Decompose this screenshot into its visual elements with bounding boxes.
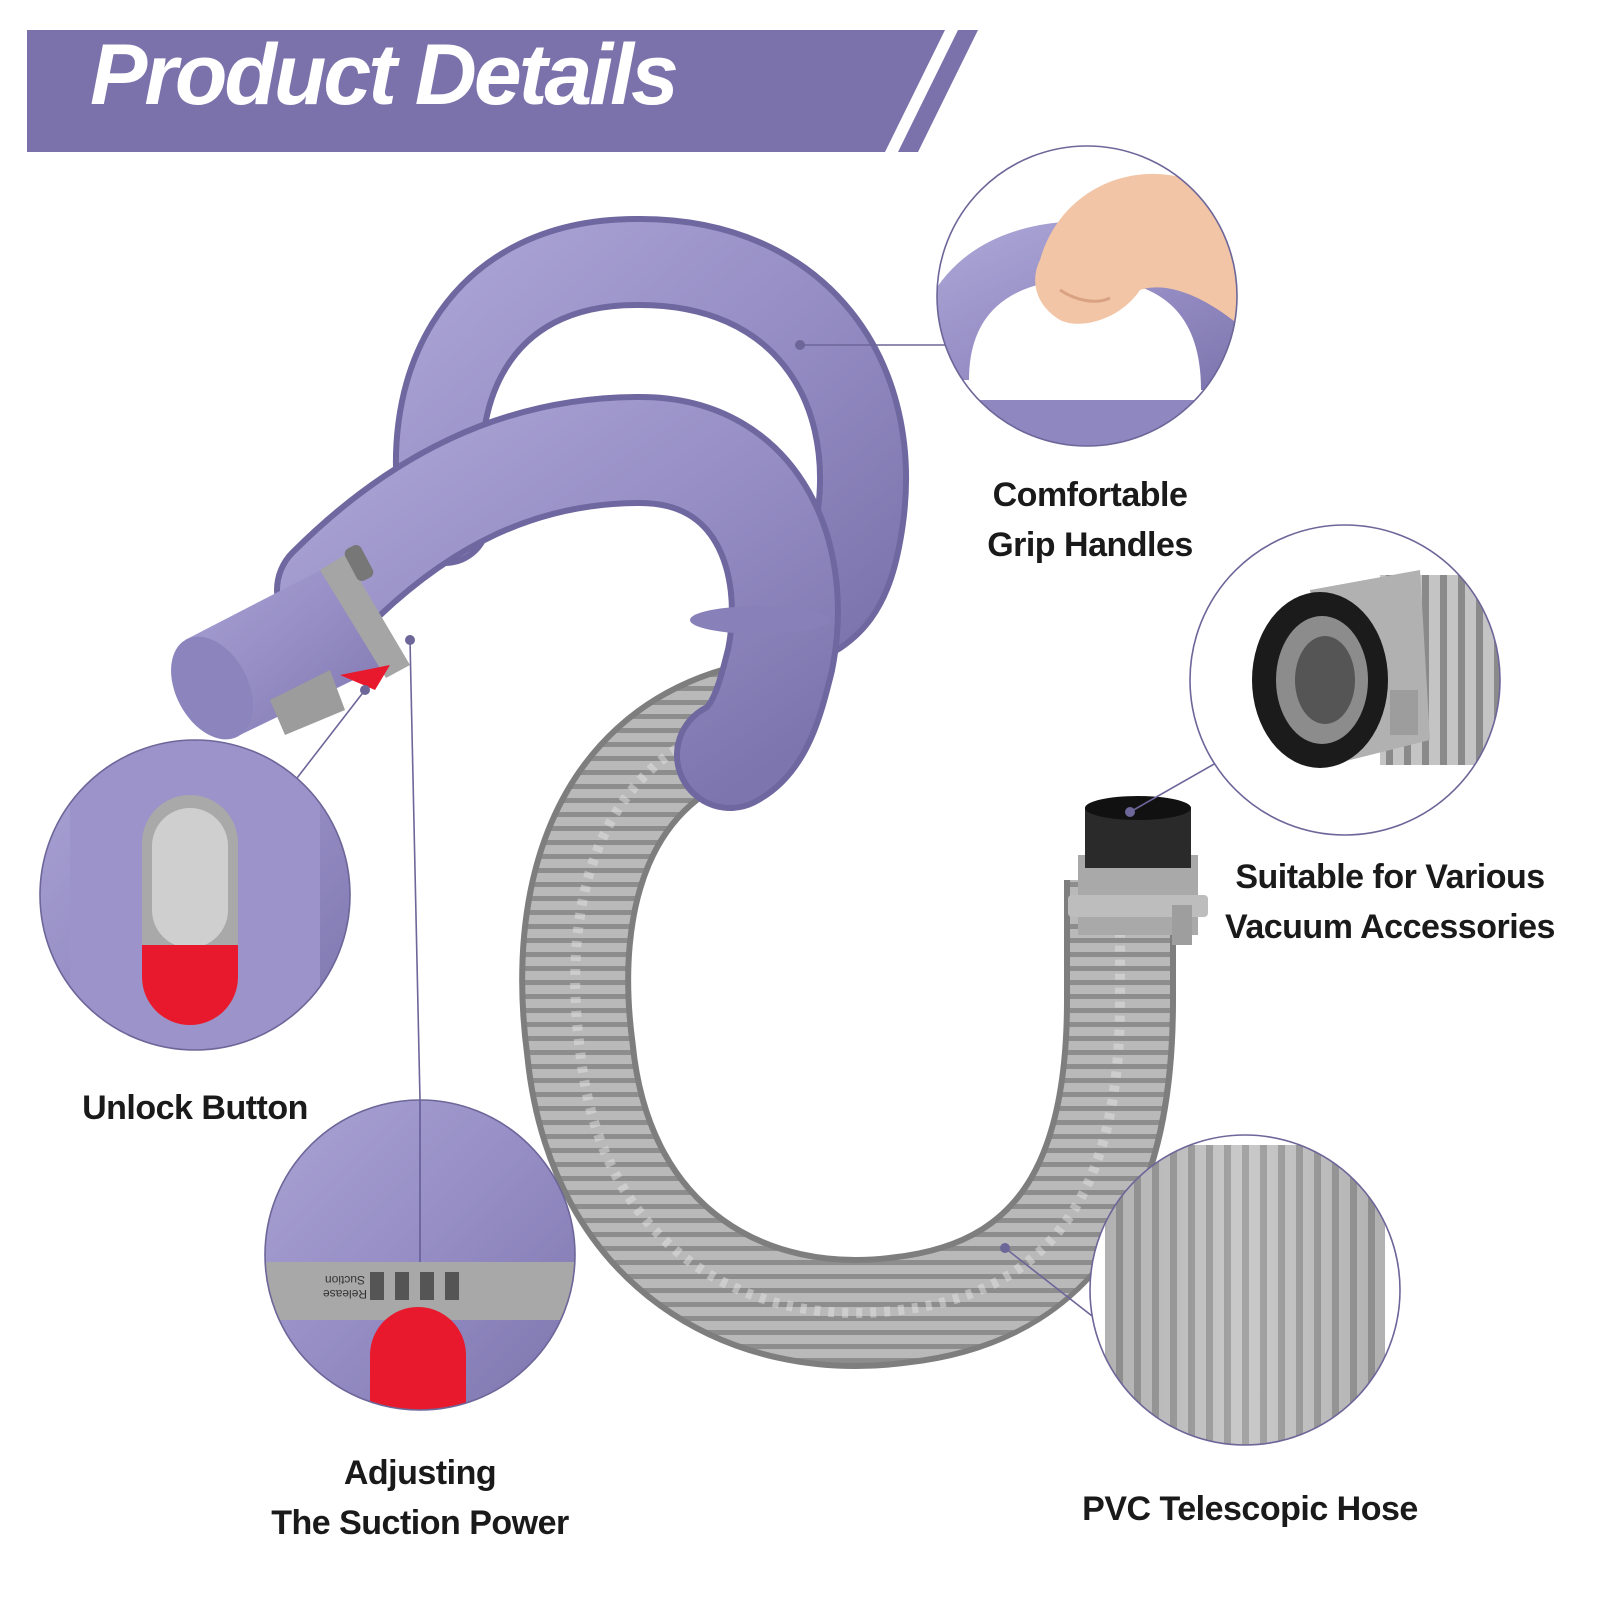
callout-dots	[360, 340, 1135, 1253]
feature-label-grip: Comfortable Grip Handles	[960, 470, 1220, 570]
header-banner	[27, 30, 978, 152]
release-text: Release	[323, 1287, 367, 1301]
unlock-button-icon	[39, 739, 351, 1051]
hose-icon	[1089, 1134, 1401, 1446]
feature-label-hose: PVC Telescopic Hose	[1060, 1484, 1440, 1534]
feature-label-line: Suitable for Various	[1235, 858, 1545, 896]
feature-label-line: PVC Telescopic Hose	[1082, 1490, 1418, 1528]
feature-label-line: Adjusting	[343, 1454, 497, 1492]
feature-label-line: Comfortable	[992, 476, 1188, 514]
wand-nozzle	[171, 544, 410, 740]
banner-stripe	[898, 30, 978, 152]
feature-label-line: Vacuum Accessories	[1225, 908, 1555, 946]
feature-label-line: The Suction Power	[271, 1504, 569, 1542]
telescopic-hose	[519, 666, 1176, 1369]
feature-label-line: Unlock Button	[82, 1089, 308, 1127]
page-title: Product Details	[90, 27, 679, 123]
feature-label-line: Grip Handles	[987, 526, 1193, 564]
feature-label-accessories: Suitable for Various Vacuum Accessories	[1200, 852, 1580, 952]
grip-handle	[274, 215, 909, 811]
feature-label-suction: Adjusting The Suction Power	[240, 1448, 600, 1548]
feature-label-unlock: Unlock Button	[30, 1083, 360, 1133]
banner-background	[27, 30, 945, 152]
suction-release-icon: Suction Release	[264, 1099, 576, 1411]
connector-icon	[1189, 524, 1501, 836]
hose-connector	[1068, 796, 1208, 945]
hand-grip-icon	[936, 145, 1238, 447]
suction-text: Suction	[325, 1273, 365, 1287]
